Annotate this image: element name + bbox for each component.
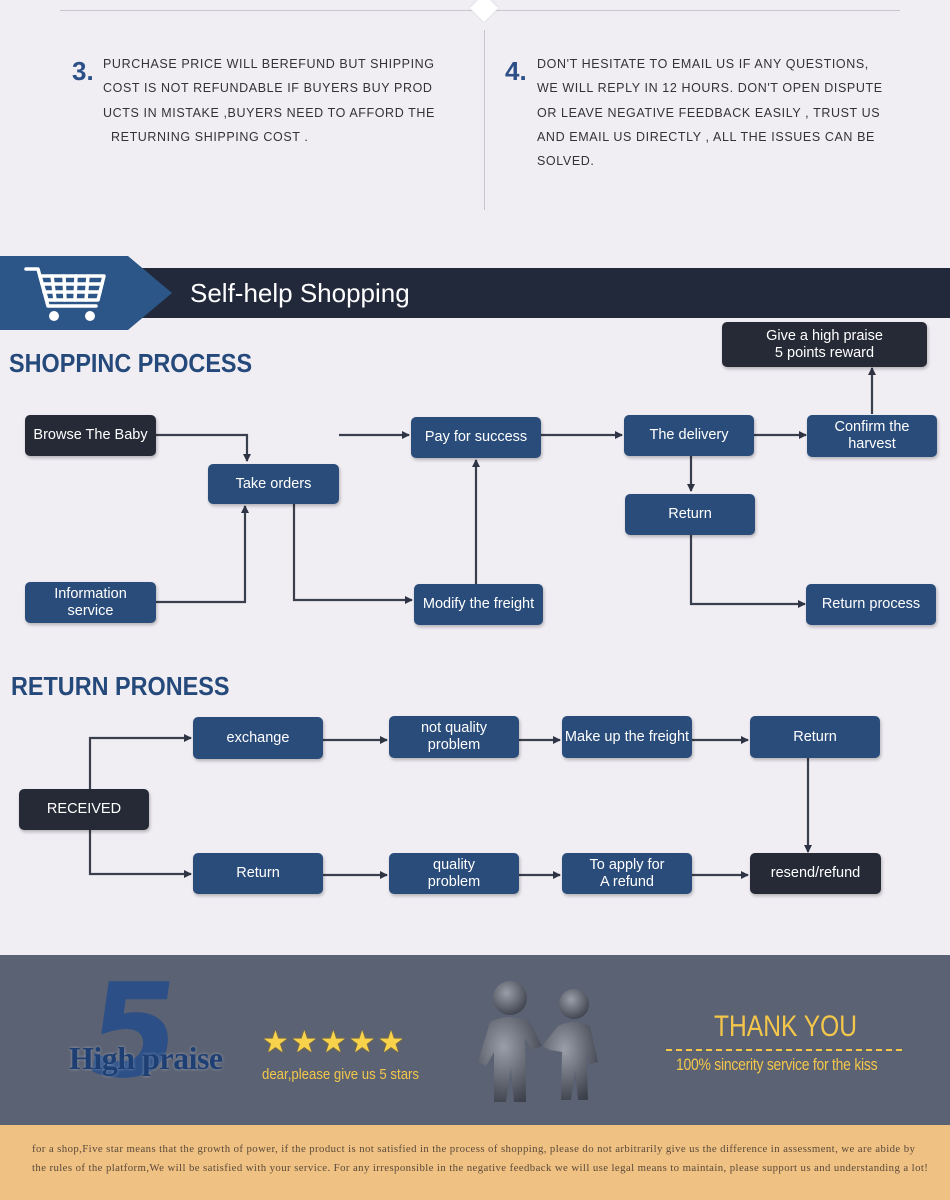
- thank-you-divider: [666, 1049, 902, 1051]
- star-icon: ★: [290, 1026, 320, 1059]
- step-pay-for-success: Pay for success: [411, 417, 541, 458]
- connector: [88, 830, 192, 878]
- step-return-bottom: Return: [193, 853, 323, 894]
- connector: [689, 535, 806, 608]
- step-received: RECEIVED: [19, 789, 149, 830]
- step-return-top: Return: [750, 716, 880, 758]
- sincerity-tagline: 100% sincerity service for the kiss: [676, 1055, 878, 1074]
- connector: [156, 433, 251, 462]
- connector: [88, 734, 192, 790]
- footer-notice: for a shop,Five star means that the grow…: [32, 1143, 929, 1174]
- step-the-delivery: The delivery: [624, 415, 754, 456]
- star-icon: ★: [319, 1026, 349, 1059]
- shopping-cart-icon: [24, 267, 106, 321]
- step-not-quality-problem: not quality problem: [389, 716, 519, 758]
- step-quality-problem: quality problem: [389, 853, 519, 894]
- banner-cart-panel: [0, 256, 128, 330]
- note-line: RETURNING SHIPPING COST .: [111, 129, 309, 144]
- note-line: COST IS NOT REFUNDABLE IF BUYERS BUY PRO…: [103, 81, 433, 96]
- step-browse-the-baby: Browse The Baby: [25, 415, 156, 456]
- step-make-up-the-freight: Make up the freight: [562, 716, 692, 758]
- step-return: Return: [625, 494, 755, 535]
- note-line: WE WILL REPLY IN 12 HOURS. DON'T OPEN DI…: [537, 81, 883, 96]
- five-stars-rating: ★★★★★: [262, 1025, 407, 1060]
- star-icon: ★: [348, 1026, 378, 1059]
- note-line: PURCHASE PRICE WILL BEREFUND BUT SHIPPIN…: [103, 57, 435, 71]
- step-information-service: Information service: [25, 582, 156, 623]
- handshake-figures-icon: [478, 981, 598, 1102]
- shopping-process-title: SHOPPINC PROCESS: [9, 348, 253, 378]
- step-take-orders: Take orders: [208, 464, 339, 504]
- connector: [156, 505, 249, 604]
- note-4-text: DON'T HESITATE TO EMAIL US IF ANY QUESTI…: [537, 52, 917, 173]
- note-4-number: 4.: [505, 56, 527, 86]
- step-apply-for-refund: To apply for A refund: [562, 853, 692, 894]
- step-confirm-the-harvest: Confirm the harvest: [807, 415, 937, 457]
- stars-caption: dear,please give us 5 stars: [262, 1066, 420, 1083]
- high-praise-text: High praise: [69, 1040, 223, 1076]
- banner-title: Self-help Shopping: [190, 278, 410, 308]
- connector: [292, 484, 413, 604]
- step-modify-the-freight: Modify the freight: [414, 584, 543, 625]
- step-give-high-praise: Give a high praise 5 points reward: [722, 322, 927, 367]
- note-line: DON'T HESITATE TO EMAIL US IF ANY QUESTI…: [537, 57, 869, 71]
- note-3-number: 3.: [72, 56, 94, 86]
- footer-band: [0, 1125, 950, 1200]
- star-icon: ★: [262, 1026, 291, 1059]
- step-resend-refund: resend/refund: [750, 853, 881, 894]
- note-line: UCTS IN MISTAKE ,BUYERS NEED TO AFFORD T…: [103, 105, 435, 120]
- step-return-process: Return process: [806, 584, 936, 625]
- return-process-title: RETURN PRONESS: [11, 671, 230, 701]
- praise-band: [0, 955, 950, 1125]
- notes-divider: [484, 30, 485, 210]
- star-icon: ★: [377, 1026, 407, 1059]
- note-3-text: PURCHASE PRICE WILL BEREFUND BUT SHIPPIN…: [103, 52, 463, 149]
- step-exchange: exchange: [193, 717, 323, 759]
- note-line: SOLVED.: [537, 154, 595, 169]
- banner-arrow: [128, 256, 172, 330]
- note-line: OR LEAVE NEGATIVE FEEDBACK EASILY , TRUS…: [537, 105, 881, 120]
- thank-you-text: THANK YOU: [714, 1010, 858, 1043]
- note-line: AND EMAIL US DIRECTLY , ALL THE ISSUES C…: [537, 129, 875, 144]
